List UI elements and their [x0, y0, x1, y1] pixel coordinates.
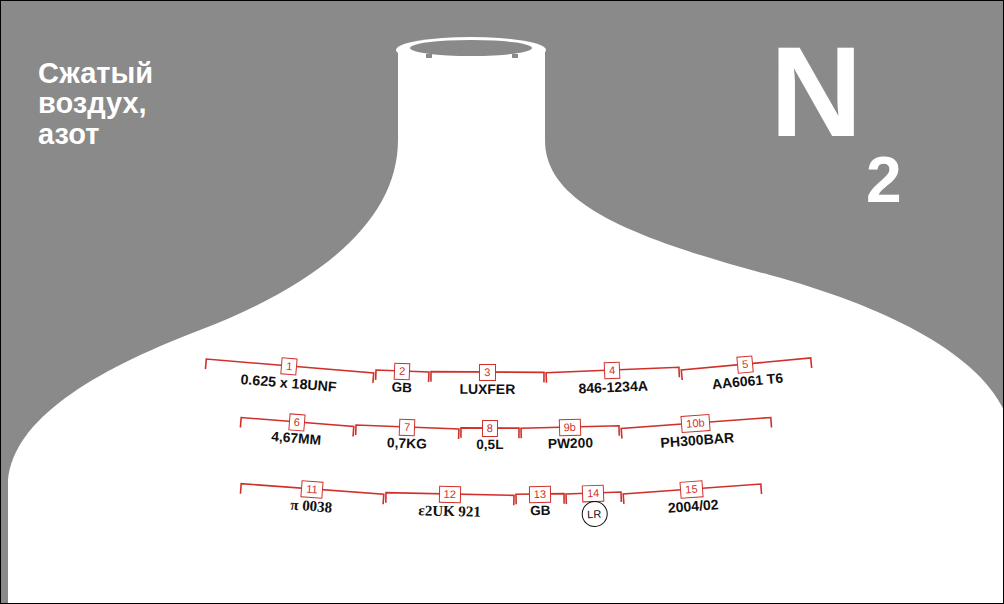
- marking-field: 9bPW200: [520, 414, 621, 468]
- marking-value: AA6061 T6: [681, 365, 814, 397]
- marking-value: PH300BAR: [621, 425, 774, 456]
- callout-number: 15: [680, 481, 703, 500]
- marking-field: 14LR: [565, 480, 624, 534]
- callout-number: 7: [399, 418, 416, 436]
- formula-symbol: N: [770, 28, 862, 156]
- marking-field: 13GB: [515, 481, 566, 534]
- marking-value: PW200: [520, 433, 620, 455]
- marking-value: π 0038: [238, 491, 384, 522]
- marking-field: 152004/02: [621, 472, 764, 534]
- formula-subscript: 2: [866, 148, 902, 212]
- marking-field: 12ε2UK 921: [384, 480, 515, 535]
- callout-number: 13: [529, 486, 551, 503]
- cylinder-opening: [410, 40, 532, 56]
- marking-value: 846-1234A: [545, 375, 681, 401]
- marking-field: 11π 0038: [237, 472, 385, 535]
- marking-value: 4,67MM: [238, 425, 354, 454]
- callout-number: 12: [438, 485, 461, 502]
- callout-number: 6: [288, 414, 305, 432]
- marking-value: 2004/02: [623, 491, 764, 521]
- callout-number: 14: [582, 485, 605, 503]
- callout-number: 3: [479, 364, 495, 381]
- marking-field: 70,7KG: [354, 413, 461, 469]
- neck-notch: [426, 54, 432, 58]
- callout-number: 9b: [558, 419, 581, 437]
- callout-number: 11: [301, 480, 324, 499]
- neck-notch: [512, 54, 518, 58]
- marking-field: 64,67MM: [237, 406, 356, 467]
- marking-value: ε2UK 921: [384, 499, 514, 522]
- marking-value: 0,7KG: [354, 432, 460, 456]
- marking-value: GB: [515, 500, 565, 521]
- cylinder-neck-rim: [396, 37, 546, 63]
- register-mark: LR: [581, 501, 608, 528]
- marking-value: 0,5L: [460, 435, 520, 455]
- callout-number: 8: [482, 420, 498, 437]
- marking-field: 4846-1234A: [545, 356, 682, 414]
- marking-value: GB: [374, 377, 430, 399]
- gas-name: Сжатый воздух, азот: [38, 58, 178, 149]
- callout-number: 2: [394, 362, 411, 380]
- callout-number: 4: [604, 362, 621, 380]
- marking-field: 3LUXFER: [430, 360, 545, 413]
- marking-field: 2GB: [373, 358, 430, 412]
- marking-field: 80,5L: [460, 416, 520, 468]
- marking-value: LUXFER: [430, 379, 545, 400]
